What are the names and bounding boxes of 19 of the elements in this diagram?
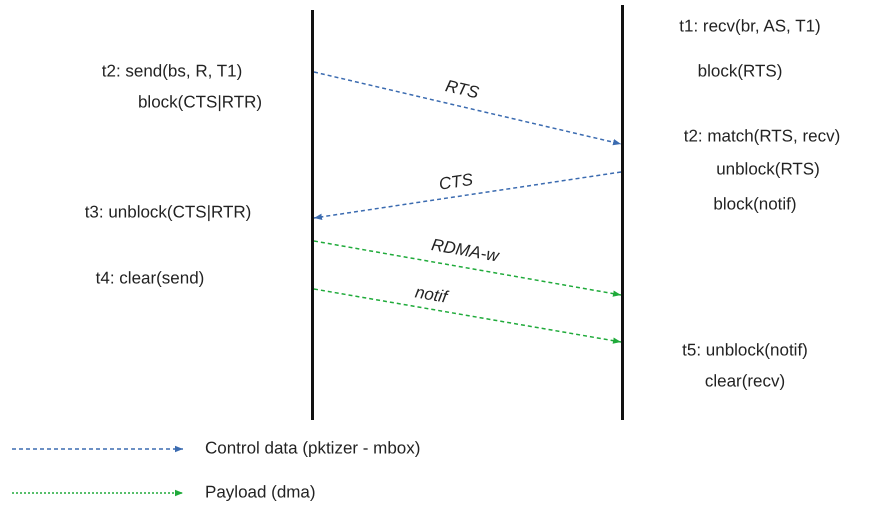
arrow <box>314 71 622 146</box>
legend-text: Control data (pktizer - mbox) <box>205 440 420 458</box>
event-label: t2: match(RTS, recv) <box>684 128 840 146</box>
arrow <box>314 288 622 344</box>
lifeline <box>621 5 624 420</box>
lifeline <box>311 10 314 420</box>
event-label: t3: unblock(CTS|RTR) <box>84 204 252 222</box>
event-label: t1: recv(br, AS, T1) <box>679 18 821 36</box>
event-label: block(notif) <box>713 196 797 214</box>
event-label: block(CTS|RTR) <box>138 94 262 112</box>
event-label: clear(recv) <box>704 372 786 392</box>
event-label: t2: send(bs, R, T1) <box>102 62 242 82</box>
event-label: t5: unblock(notif) <box>682 342 808 360</box>
legend-text: Payload (dma) <box>205 484 316 502</box>
event-label: block(RTS) <box>698 62 782 82</box>
event-label: unblock(RTS) <box>716 160 820 180</box>
event-label: t4: clear(send) <box>96 270 204 288</box>
arrow <box>314 240 622 297</box>
arrow <box>314 171 622 220</box>
